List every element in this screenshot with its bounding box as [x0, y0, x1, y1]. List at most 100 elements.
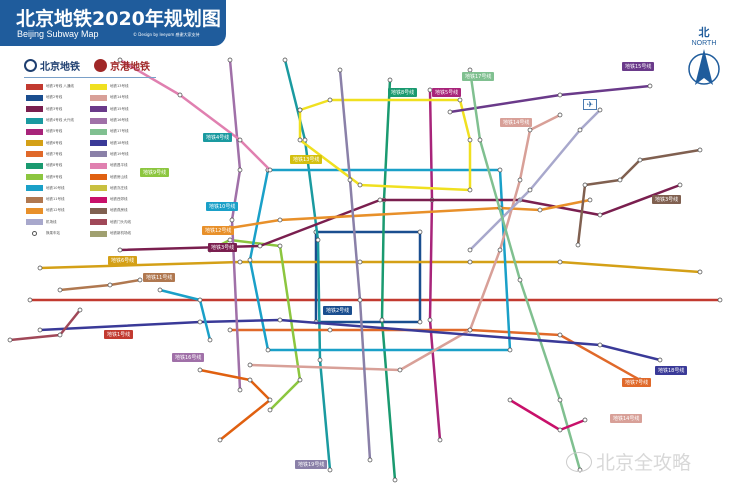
subway-line[interactable] — [9, 309, 81, 342]
station-marker[interactable] — [157, 287, 163, 293]
station-marker[interactable] — [37, 327, 43, 333]
station-marker[interactable] — [227, 327, 233, 333]
station-marker[interactable] — [557, 427, 563, 433]
station-marker[interactable] — [265, 347, 271, 353]
station-marker[interactable] — [37, 265, 43, 271]
station-marker[interactable] — [467, 187, 473, 193]
station-marker[interactable] — [527, 127, 533, 133]
station-marker[interactable] — [267, 167, 273, 173]
station-marker[interactable] — [277, 243, 283, 249]
station-marker[interactable] — [557, 397, 563, 403]
station-marker[interactable] — [582, 417, 588, 423]
station-marker[interactable] — [302, 137, 308, 143]
station-marker[interactable] — [597, 212, 603, 218]
station-marker[interactable] — [497, 167, 503, 173]
station-marker[interactable] — [467, 137, 473, 143]
station-marker[interactable] — [497, 247, 503, 253]
station-marker[interactable] — [237, 137, 243, 143]
station-marker[interactable] — [7, 337, 13, 343]
station-marker[interactable] — [507, 397, 513, 403]
subway-line[interactable] — [39, 260, 701, 274]
line-badge[interactable]: 地铁17号线 — [462, 72, 495, 81]
station-marker[interactable] — [357, 297, 363, 303]
subway-line[interactable] — [469, 109, 601, 251]
station-marker[interactable] — [57, 332, 63, 338]
station-marker[interactable] — [647, 83, 653, 89]
station-marker[interactable] — [277, 217, 283, 223]
station-marker[interactable] — [217, 437, 223, 443]
station-marker[interactable] — [457, 97, 463, 103]
subway-line[interactable] — [228, 59, 242, 391]
station-marker[interactable] — [297, 107, 303, 113]
subway-line[interactable] — [119, 183, 681, 252]
station-marker[interactable] — [392, 477, 398, 483]
station-marker[interactable] — [557, 259, 563, 265]
station-marker[interactable] — [257, 243, 263, 249]
subway-line[interactable] — [576, 148, 701, 246]
station-marker[interactable] — [517, 177, 523, 183]
station-marker[interactable] — [197, 319, 203, 325]
station-marker[interactable] — [557, 112, 563, 118]
station-marker[interactable] — [237, 259, 243, 265]
station-marker[interactable] — [317, 357, 323, 363]
station-marker[interactable] — [467, 247, 473, 253]
station-marker[interactable] — [315, 237, 321, 243]
subway-line[interactable] — [283, 59, 332, 471]
line-badge[interactable]: 地铁19号线 — [295, 460, 328, 469]
station-marker[interactable] — [577, 127, 583, 133]
station-marker[interactable] — [507, 347, 513, 353]
station-marker[interactable] — [377, 197, 383, 203]
station-marker[interactable] — [227, 57, 233, 63]
station-marker[interactable] — [177, 92, 183, 98]
station-marker[interactable] — [527, 187, 533, 193]
station-marker[interactable] — [247, 257, 253, 263]
station-marker[interactable] — [367, 457, 373, 463]
station-marker[interactable] — [229, 217, 235, 223]
station-marker[interactable] — [387, 77, 393, 83]
line-badge[interactable]: 地铁1号线 — [104, 330, 134, 339]
station-marker[interactable] — [77, 307, 83, 313]
station-marker[interactable] — [587, 197, 593, 203]
station-marker[interactable] — [677, 182, 683, 188]
station-marker[interactable] — [467, 327, 473, 333]
station-marker[interactable] — [557, 332, 563, 338]
station-marker[interactable] — [327, 467, 333, 473]
subway-line[interactable] — [298, 98, 472, 192]
station-marker[interactable] — [117, 247, 123, 253]
line-badge[interactable]: 地铁6号线 — [108, 256, 138, 265]
station-marker[interactable] — [617, 177, 623, 183]
line-badge[interactable]: 地铁7号线 — [622, 378, 652, 387]
station-marker[interactable] — [327, 327, 333, 333]
line-badge[interactable]: 地铁15号线 — [622, 62, 655, 71]
station-marker[interactable] — [447, 109, 453, 115]
station-marker[interactable] — [517, 277, 523, 283]
line-badge[interactable]: 地铁5号线 — [432, 88, 462, 97]
line-badge[interactable]: 地铁11号线 — [143, 273, 176, 282]
line-badge[interactable]: 地铁16号线 — [172, 353, 205, 362]
station-marker[interactable] — [597, 342, 603, 348]
subway-line[interactable] — [159, 288, 212, 341]
station-marker[interactable] — [657, 357, 663, 363]
station-marker[interactable] — [597, 107, 603, 113]
station-marker[interactable] — [327, 97, 333, 103]
subway-line[interactable] — [428, 89, 442, 441]
station-marker[interactable] — [207, 337, 213, 343]
station-marker[interactable] — [575, 242, 581, 248]
line-badge[interactable]: 地铁3号线 — [652, 195, 682, 204]
station-marker[interactable] — [27, 297, 33, 303]
line-badge[interactable]: 地铁3号线 — [208, 243, 238, 252]
station-marker[interactable] — [337, 67, 343, 73]
station-marker[interactable] — [637, 157, 643, 163]
line-badge[interactable]: 地铁2号线 — [323, 306, 353, 315]
station-marker[interactable] — [437, 437, 443, 443]
line-badge[interactable]: 地铁14号线 — [610, 414, 643, 423]
line-badge[interactable]: 地铁9号线 — [140, 168, 170, 177]
station-marker[interactable] — [417, 229, 423, 235]
station-marker[interactable] — [267, 397, 273, 403]
station-marker[interactable] — [417, 319, 423, 325]
station-marker[interactable] — [297, 137, 303, 143]
station-marker[interactable] — [697, 269, 703, 275]
line-badge[interactable]: 地铁4号线 — [203, 133, 233, 142]
station-marker[interactable] — [247, 362, 253, 368]
station-marker[interactable] — [357, 259, 363, 265]
